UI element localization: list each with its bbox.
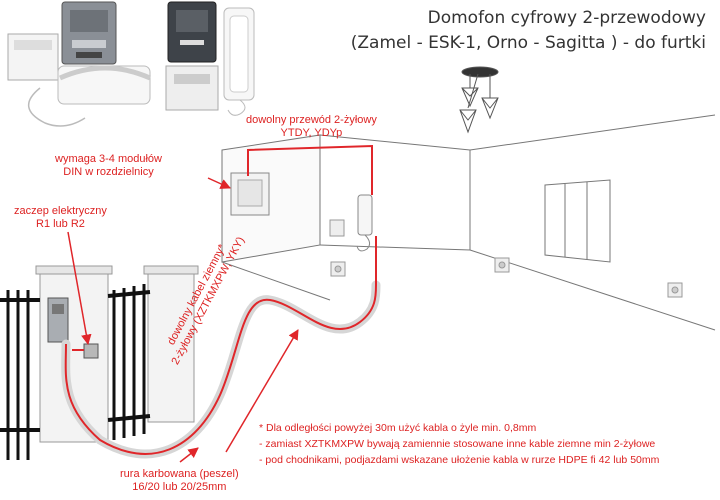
label-indoor-cable-line2: YTDY, YDYp <box>280 127 343 139</box>
title-line-2: (Zamel - ESK-1, Orno - Sagitta ) - do fu… <box>350 33 706 53</box>
label-indoor-cable-line1: dowolny przewód 2-żyłowy <box>246 114 377 126</box>
din-module-icon <box>165 65 219 111</box>
label-conduit-line2: 16/20 lub 20/25mm <box>132 481 227 493</box>
gate-post-right <box>147 271 195 423</box>
wall-sockets <box>329 219 683 298</box>
note-3: - pod chodnikami, podjazdami wskazane uł… <box>259 454 660 466</box>
note-1: * Dla odległości powyżej 30m użyć kabla … <box>259 422 537 434</box>
product-photos <box>7 1 255 127</box>
label-din-line1: wymaga 3-4 modułów <box>55 153 162 165</box>
two-wire-cable <box>64 144 377 455</box>
light-switch-icon <box>329 219 345 237</box>
label-strike-line2: R1 lub R2 <box>36 218 85 230</box>
label-strike-line1: zaczep elektryczny <box>14 205 107 217</box>
label-conduit: rura karbowana (peszel) 16/20 lub 20/25m… <box>120 468 239 494</box>
note-2: - zamiast XZTKMXPW bywają zamiennie stos… <box>259 438 656 450</box>
label-indoor-cable: dowolny przewód 2-żyłowy YTDY, YDYp <box>246 114 377 140</box>
fence-and-gate <box>0 265 199 460</box>
label-electric-strike: zaczep elektryczny R1 lub R2 <box>14 205 107 231</box>
pendant-lamp-icon <box>459 66 499 134</box>
label-din-modules: wymaga 3-4 modułów DIN w rozdzielnicy <box>55 153 162 179</box>
callout-arrows <box>67 177 299 463</box>
electric-strike-icon <box>83 343 99 359</box>
indoor-intercom-icon <box>356 194 373 252</box>
din-distribution-box <box>230 172 270 216</box>
title-line-1: Domofon cyfrowy 2-przewodowy <box>427 8 706 28</box>
label-din-line2: DIN w rozdzielnicy <box>63 166 154 178</box>
room-walls <box>221 114 716 331</box>
label-conduit-line1: rura karbowana (peszel) <box>120 468 239 480</box>
